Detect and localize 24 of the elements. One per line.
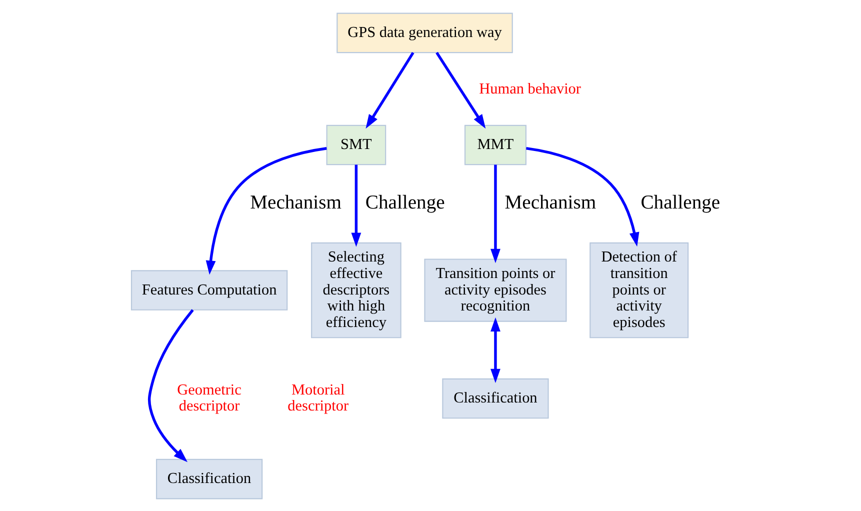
label: Motorial descriptor bbox=[287, 380, 348, 414]
node-box: SMT bbox=[326, 124, 386, 165]
arrow bbox=[490, 164, 500, 263]
node-box: MMT bbox=[464, 124, 526, 165]
node-box: Transition points or activity episodes recognition bbox=[424, 258, 566, 322]
node-box: Classification bbox=[155, 458, 262, 499]
node-box: Features Computation bbox=[130, 270, 288, 310]
arrow bbox=[490, 316, 500, 383]
edge-label: Mechanism bbox=[250, 192, 341, 214]
label: Geometric descriptor bbox=[176, 380, 241, 414]
node-box: Selecting effective descriptors with high efficiency bbox=[310, 242, 401, 338]
arrow bbox=[205, 146, 326, 274]
node-box: Classification bbox=[442, 378, 548, 418]
node-box: GPS data generation way bbox=[336, 12, 512, 53]
edge-label: Mechanism bbox=[504, 192, 596, 214]
edge-label: Challenge bbox=[640, 192, 720, 214]
node-box: Detection of transition points or activity episodes bbox=[589, 242, 688, 338]
arrow bbox=[526, 146, 639, 246]
arrow bbox=[147, 308, 194, 462]
arrow bbox=[365, 51, 414, 128]
edge-label: Human behavior bbox=[478, 80, 581, 98]
edge-label: Challenge bbox=[364, 192, 444, 214]
arrow bbox=[435, 51, 486, 128]
arrow bbox=[350, 164, 361, 246]
